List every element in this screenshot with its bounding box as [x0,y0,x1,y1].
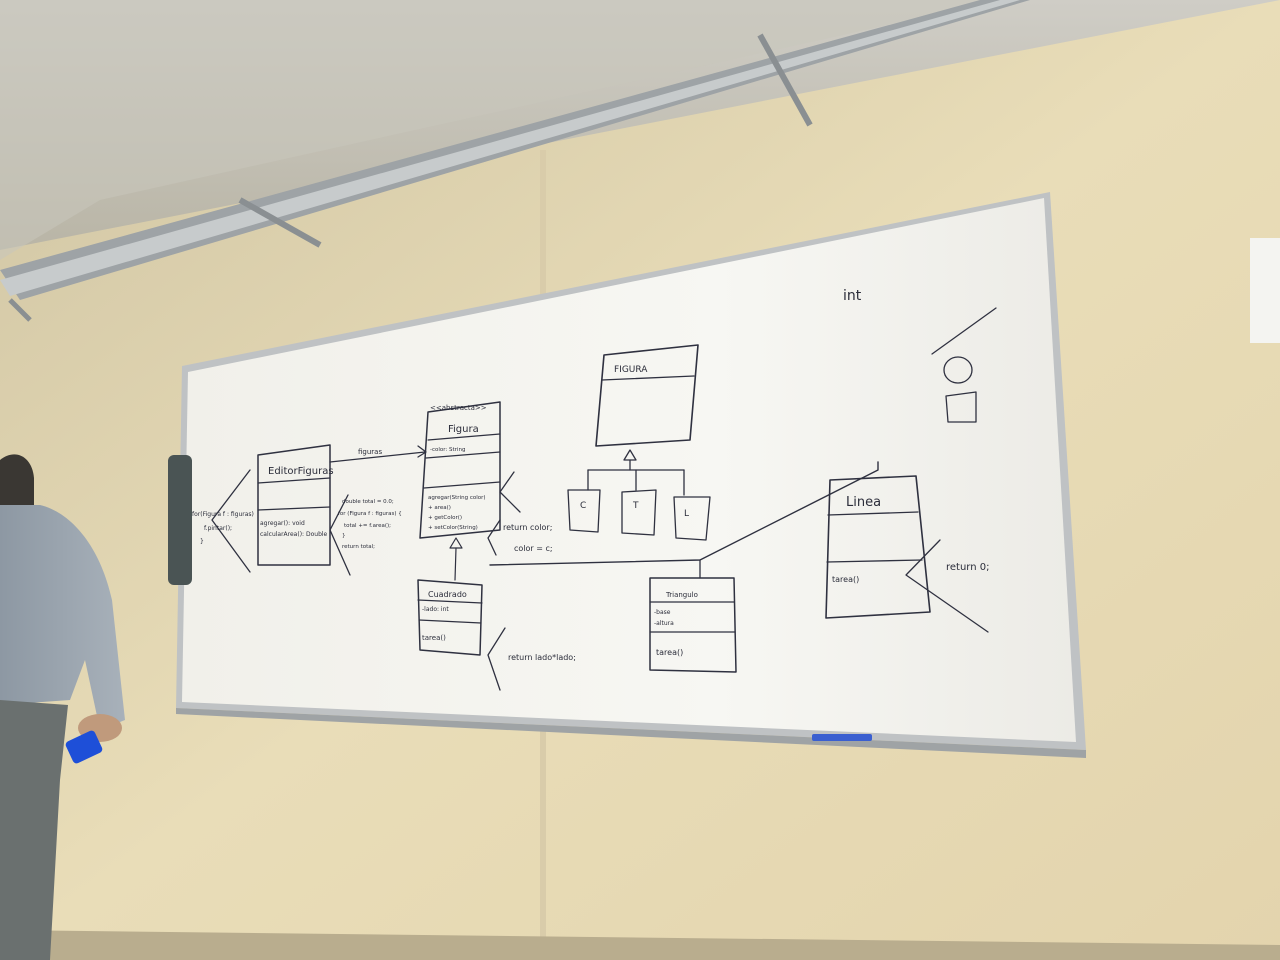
triangulo-class-name: Triangulo [665,591,698,599]
svg-text:return total;: return total; [342,544,375,550]
eraser [168,455,192,585]
note-return-zero: return 0; [905,539,990,633]
figura-class: <<abstracta>> Figura -color: String agre… [419,401,501,581]
svg-text:}: } [200,538,204,545]
figura-stereotype: <<abstracta>> [430,404,487,412]
triangulo-class: Triangulo -base -altura tarea() [649,577,737,673]
subclass-letter-c: C [580,501,586,511]
linea-class-name: Linea [846,495,881,510]
svg-text:return color;: return color; [503,523,552,532]
linea-class: Linea tarea() [825,475,931,619]
cuadrado-class: Cuadrado -lado: int tarea() [417,579,483,656]
marker-tray [176,708,1086,758]
note-return-lado: return lado*lado; [487,627,576,691]
inheritance-line [489,461,879,566]
cuadrado-attribute: -lado: int [422,606,449,613]
association-label: figuras [358,448,382,456]
figura-method-3: + getColor() [428,515,462,521]
svg-text:total += f.area();: total += f.area(); [344,523,391,529]
figura-box-2: FIGURA C T L [567,344,711,541]
figura-method-4: + setColor(String) [428,525,478,531]
subclass-letter-l: L [684,509,689,519]
linea-method: tarea() [832,575,859,584]
subclass-letter-t: T [632,501,639,511]
svg-text:for(Figura f : figuras): for(Figura f : figuras) [192,511,254,518]
cuadrado-method: tarea() [422,634,446,642]
figura-method-1: agregar(String color) [428,495,486,501]
cuadrado-class-name: Cuadrado [428,590,467,599]
editor-class: EditorFiguras agregar(): void calcularAr… [257,444,334,566]
blue-marker [812,734,872,741]
figura-box-2-name: FIGURA [614,365,648,375]
floor-strip [0,930,1280,960]
svg-text:double total = 0.0;: double total = 0.0; [342,499,394,505]
note-for: for(Figura f : figuras) f.pintar(); } [192,469,254,573]
shape-doodles: int [843,288,997,423]
svg-text:return 0;: return 0; [946,562,990,573]
svg-text:for (Figura f : figuras) {: for (Figura f : figuras) { [338,511,402,517]
blue-bottle [65,730,103,764]
note-color: return color; color = c; [487,471,553,556]
person [0,454,125,960]
triangulo-attribute-2: -altura [654,620,674,627]
ceiling-shadow [0,0,1000,260]
svg-text:f.pintar();: f.pintar(); [204,525,232,532]
svg-text:color = c;: color = c; [514,544,553,553]
editor-method-1: agregar(): void [260,520,305,527]
triangulo-attribute-1: -base [654,609,671,616]
wall-paper [1250,238,1280,343]
svg-text:return lado*lado;: return lado*lado; [508,653,576,662]
cable-tray [0,0,1030,322]
note-int: int [843,288,862,304]
figura-method-2: + area() [428,505,451,511]
editor-method-2: calcularArea(): Double [260,531,328,538]
editor-class-name: EditorFiguras [268,466,334,477]
svg-text:}: } [342,533,346,539]
figura-attribute: -color: String [430,447,465,453]
figura-class-name: Figura [448,424,479,435]
note-calc: double total = 0.0; for (Figura f : figu… [329,494,402,576]
triangulo-method: tarea() [656,648,683,657]
